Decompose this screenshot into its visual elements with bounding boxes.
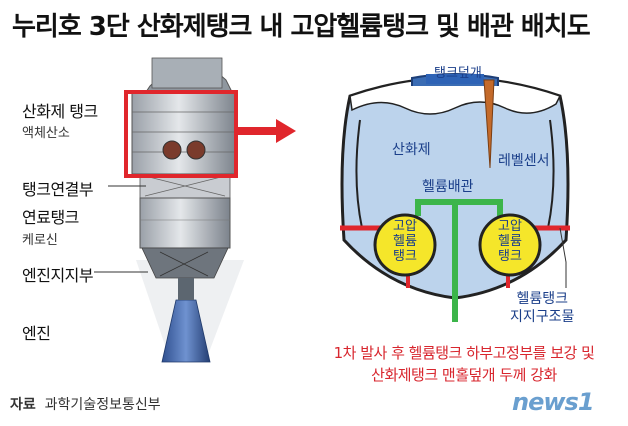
label-helium-tank-support: 헬륨탱크 지지구조물	[510, 291, 575, 325]
caption-line-1: 1차 발사 후 헬륨탱크 하부고정부를 보강 및	[333, 344, 595, 362]
caption-line-2: 산화제탱크 맨홀덮개 두께 강화	[371, 366, 557, 384]
label-fuel-tank: 연료탱크	[22, 208, 79, 227]
highlight-box	[124, 90, 238, 178]
helium-tank-right-label: 고압 헬륨 탱크	[498, 219, 522, 264]
label-oxidizer-tank-sub: 액체산소	[22, 126, 70, 141]
leader-lines	[94, 185, 148, 273]
label-tank-cover: 탱크덮개	[434, 66, 482, 81]
page-title: 누리호 3단 산화제탱크 내 고압헬륨탱크 및 배관 배치도	[12, 12, 591, 42]
label-tank-connector: 탱크연결부	[22, 180, 94, 199]
label-helium-pipe: 헬륨배관	[422, 179, 474, 195]
red-arrow	[238, 119, 296, 143]
helium-tank-left-label: 고압 헬륨 탱크	[393, 219, 417, 264]
label-oxidizer: 산화제	[392, 142, 431, 158]
source-credit: 자료 과학기술정보통신부	[10, 397, 161, 413]
label-level-sensor: 레벨센서	[498, 153, 550, 169]
label-engine-support: 엔진지지부	[22, 266, 94, 285]
news1-logo: news1	[512, 388, 595, 416]
label-fuel-tank-sub: 케로신	[22, 233, 58, 248]
rocket-illustration	[131, 57, 244, 363]
label-oxidizer-tank: 산화제 탱크	[22, 102, 98, 121]
label-engine: 엔진	[22, 324, 51, 343]
oxidizer-tank-detail	[340, 73, 570, 322]
